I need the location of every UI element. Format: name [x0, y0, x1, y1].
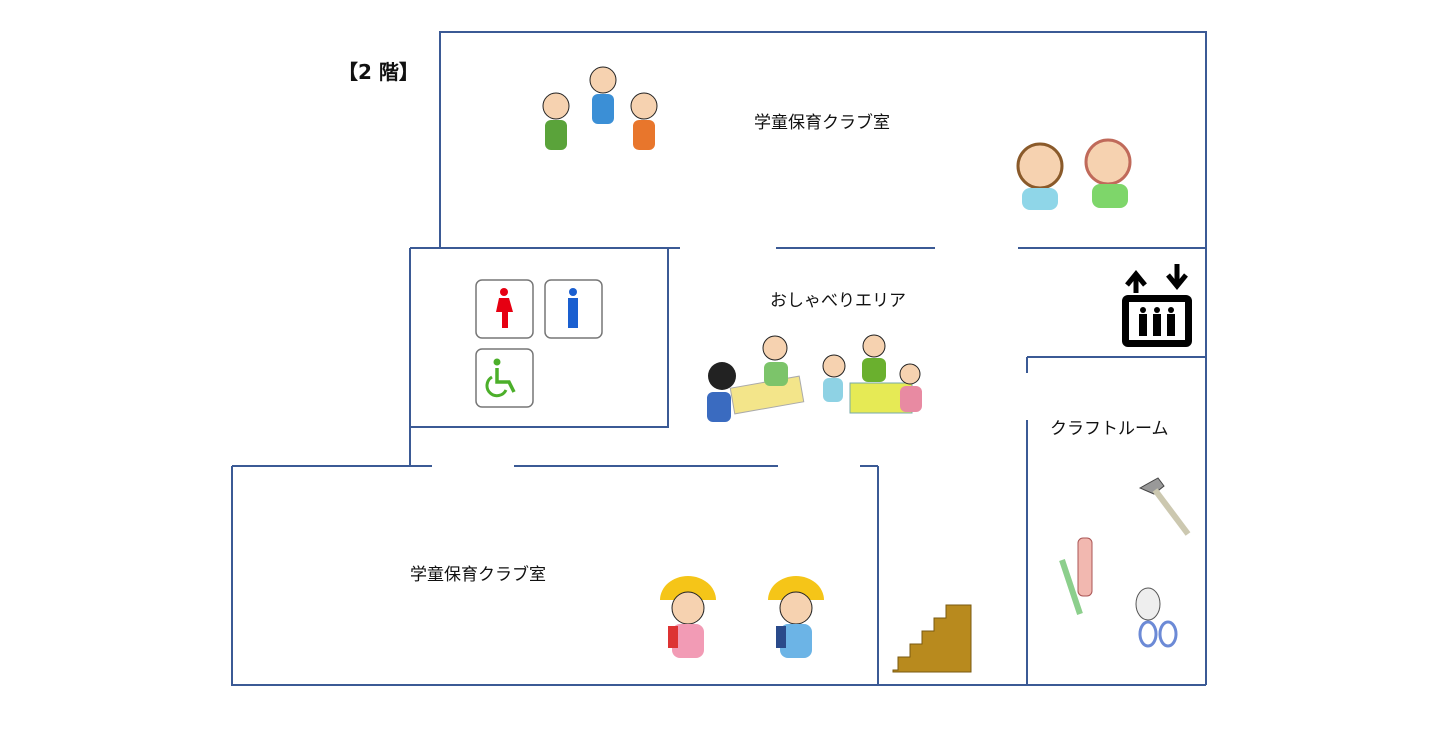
craft-tools-illustration [1059, 477, 1191, 648]
stairs-icon [892, 604, 972, 673]
female-toilet-icon [475, 279, 534, 339]
schoolchildren-illustration [660, 576, 824, 658]
floor-label: 【2 階】 [338, 60, 419, 84]
room-label-chat-area: おしゃべりエリア [770, 291, 906, 311]
board-game-illustration [707, 334, 922, 422]
male-toilet-icon [544, 279, 603, 339]
elevator-icon [1122, 264, 1192, 347]
room-label-craft: クラフトルーム [1050, 419, 1169, 439]
room-label-club-top: 学童保育クラブ室 [754, 113, 890, 133]
girls-illustration [1016, 138, 1132, 210]
accessible-toilet-icon [475, 348, 534, 408]
walls [231, 31, 1207, 686]
room-label-club-bottom: 学童保育クラブ室 [410, 565, 546, 585]
children-playing-illustration [542, 66, 658, 150]
